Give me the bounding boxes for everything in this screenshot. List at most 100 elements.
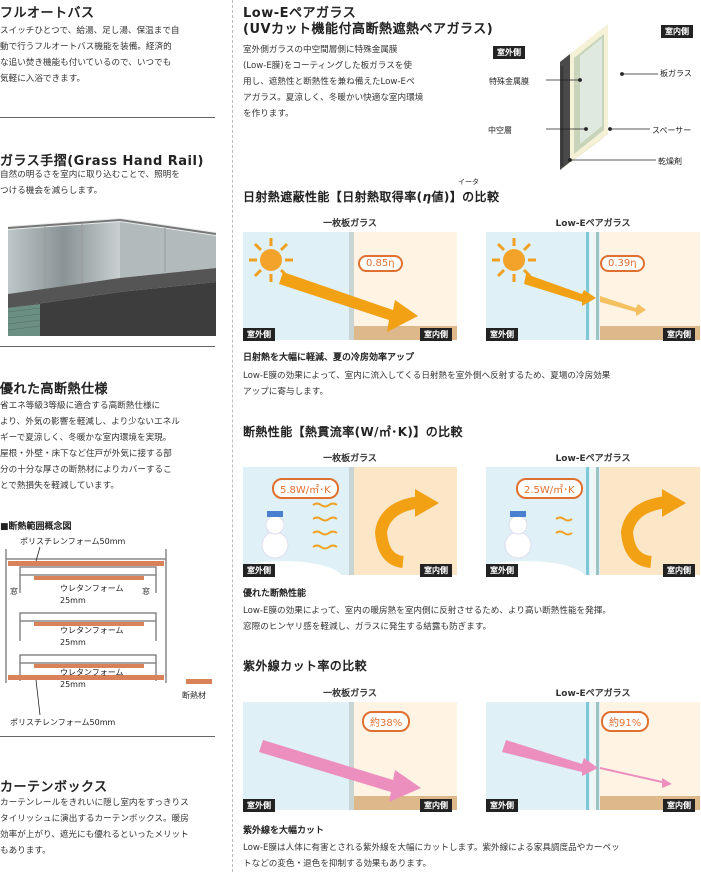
heat-single-in: 室内側	[420, 564, 452, 577]
urethane-size: 25mm	[60, 596, 86, 605]
heat-lowe-out: 室外側	[486, 564, 518, 577]
divider	[0, 117, 215, 118]
heat-section-title: 断熱性能【熱貫流率(W/㎡･K)】の比較	[243, 425, 463, 439]
solar-single-in: 室内側	[420, 328, 452, 341]
uv-lowe-panel	[486, 702, 700, 810]
insulation-diagram	[5, 546, 212, 716]
uv-lowe-out: 室外側	[486, 799, 518, 812]
poly-bottom-label: ポリスチレンフォーム50mm	[10, 718, 116, 727]
window-right-label: 窓	[142, 587, 150, 596]
text-line: もあります。	[0, 846, 51, 856]
urethane-name: ウレタンフォーム	[60, 626, 124, 635]
text-line: Low-E膜は人体に有害とされる紫外線を大幅にカットします。紫外線による家具調度…	[243, 843, 620, 853]
text-line: カーテンレールをきれいに隠し室内をすっきりス	[0, 798, 189, 808]
eta-ruby: イータ	[458, 178, 479, 186]
diagram-title: ■断熱範囲概念図	[0, 522, 72, 532]
heat-lowe-in: 室内側	[663, 564, 695, 577]
solar-single-panel	[243, 232, 457, 340]
insulation-title: 優れた高断熱仕様	[0, 382, 109, 397]
uv-single-graphic	[243, 702, 457, 810]
curtain-title: カーテンボックス	[0, 780, 108, 795]
text-line: Low-E膜の効果によって、室内に流入してくる日射熱を室外側へ反射するため、夏場…	[243, 371, 611, 381]
text-line: タイリッシュに演出するカーテンボックス。暖房	[0, 814, 189, 824]
uv-section-title: 紫外線カット率の比較	[243, 659, 368, 673]
heat-single-out: 室外側	[243, 564, 275, 577]
urethane-label: ウレタンフォーム 25mm	[60, 583, 124, 607]
heat-lowe-graphic	[486, 467, 700, 575]
heat-lowe-panel	[486, 467, 700, 575]
pair-glass-diagram	[560, 24, 608, 170]
fullauto-body: スイッチひとつで、給湯、足し湯、保温まで自 動で行うフルオートバス機能を装備。経…	[0, 23, 220, 87]
heat-single-value: 5.8W/㎡･K	[272, 478, 339, 499]
glass-rail-photo	[0, 208, 216, 336]
solar-single-value: 0.85η	[358, 255, 403, 272]
label-spacer: スペーサー	[652, 126, 692, 135]
solar-subtitle: 日射熱を大幅に軽減、夏の冷房効率アップ	[243, 353, 415, 363]
text-line: 気軽に入浴できます。	[0, 74, 86, 84]
text-line: 窓際のヒンヤリ感を軽減し、ガラスに発生する結露も防ぎます。	[243, 622, 492, 632]
solar-title-pre: 日射熱遮蔽性能【日射熱取得率(	[243, 190, 423, 204]
text-line: つける機会を減らします。	[0, 186, 103, 196]
solar-single-label: 一枚板ガラス	[323, 219, 377, 229]
solar-single-out: 室外側	[243, 328, 275, 341]
solar-single-graphic	[243, 232, 457, 340]
urethane-size: 25mm	[60, 680, 86, 689]
text-line: 自然の明るさを室内に取り込むことで、照明を	[0, 170, 180, 180]
text-line: 効率が上がり、遮光にも優れるといったメリット	[0, 830, 189, 840]
poly-top-label: ポリスチレンフォーム50mm	[20, 537, 126, 546]
text-line: アップに寄与します。	[243, 387, 329, 397]
text-line: 室外側ガラスの中空間層側に特殊金属膜	[243, 45, 398, 55]
text-line: 用し、遮熱性と断熱性を兼ね備えたLow-Eペ	[243, 77, 415, 87]
urethane-size: 25mm	[60, 638, 86, 647]
pointer-lines	[546, 72, 658, 162]
lowe-subtitle: (UVカット機能付高断熱遮熱ペアガラス)	[243, 22, 494, 37]
heat-subtitle: 優れた断熱性能	[243, 589, 307, 599]
text-line: とで熱損失を軽減しています。	[0, 481, 119, 491]
text-line: スイッチひとつで、給湯、足し湯、保温まで自	[0, 26, 180, 36]
urethane-name: ウレタンフォーム	[60, 668, 124, 677]
tag-indoor: 室内側	[661, 25, 693, 38]
text-line: ギーで夏涼しく、冬暖かな室内環境を実現。	[0, 433, 172, 443]
solar-lowe-label: Low-Eペアガラス	[555, 219, 631, 229]
solar-lowe-out: 室外側	[486, 328, 518, 341]
solar-section-title: 日射熱遮蔽性能【日射熱取得率(η値)】の比較	[243, 188, 499, 205]
column-divider	[232, 0, 233, 872]
urethane-label: ウレタンフォーム 25mm	[60, 667, 124, 691]
divider	[0, 346, 215, 347]
heat-single-label: 一枚板ガラス	[323, 454, 377, 464]
text-line: を作ります。	[243, 109, 294, 119]
legend-label: 断熱材	[182, 691, 206, 700]
solar-title-eta: η	[422, 190, 432, 204]
urethane-label: ウレタンフォーム 25mm	[60, 625, 124, 649]
label-desiccant: 乾燥剤	[658, 157, 682, 166]
label-metal-film: 特殊金属膜	[489, 77, 529, 86]
solar-lowe-in: 室内側	[663, 328, 695, 341]
urethane-name: ウレタンフォーム	[60, 584, 124, 593]
text-line: 省エネ等級3等級に適合する高断熱仕様に	[0, 401, 161, 411]
window-left-label: 窓	[10, 587, 18, 596]
heat-body: Low-E膜の効果によって、室内の暖房熱を室内側に反射させるため、より高い断熱性…	[243, 603, 701, 635]
heat-lowe-value: 2.5W/㎡･K	[516, 478, 583, 499]
text-line: な追い焚き機能も付いているので、いつでも	[0, 58, 172, 68]
divider	[0, 736, 215, 737]
fullauto-title: フルオートバス	[0, 6, 95, 21]
label-glass-pane: 板ガラス	[660, 69, 692, 78]
uv-single-in: 室内側	[420, 799, 452, 812]
text-line: トなどの変色・退色を抑制する効果もあります。	[243, 859, 432, 869]
text-line: (Low-E膜)をコーティングした板ガラスを使	[243, 61, 412, 71]
insulation-body: 省エネ等級3等級に適合する高断熱仕様に より、外気の影響を軽減し、より少ないエネ…	[0, 398, 220, 494]
curtain-body: カーテンレールをきれいに隠し室内をすっきりス タイリッシュに演出するカーテンボッ…	[0, 795, 222, 859]
text-line: 屋根・外壁・床下など住戸が外気に接する部	[0, 449, 172, 459]
tag-outdoor: 室外側	[493, 46, 525, 59]
glass-rail-title: ガラス手摺(Grass Hand Rail)	[0, 154, 204, 169]
uv-single-value: 約38%	[362, 711, 411, 732]
text-line: 分の十分な厚さの断熱材によりカバーするこ	[0, 465, 172, 475]
solar-title-post: 値)】の比較	[431, 190, 500, 204]
lowe-body: 室外側ガラスの中空間層側に特殊金属膜 (Low-E膜)をコーティングした板ガラス…	[243, 42, 483, 122]
uv-body: Low-E膜は人体に有害とされる紫外線を大幅にカットします。紫外線による家具調度…	[243, 840, 701, 872]
solar-lowe-value: 0.39η	[600, 255, 645, 272]
text-line: 動で行うフルオートバス機能を装備。経済的	[0, 42, 172, 52]
solar-lowe-panel	[486, 232, 700, 340]
uv-single-out: 室外側	[243, 799, 275, 812]
text-line: より、外気の影響を軽減し、より少ないエネル	[0, 417, 180, 427]
